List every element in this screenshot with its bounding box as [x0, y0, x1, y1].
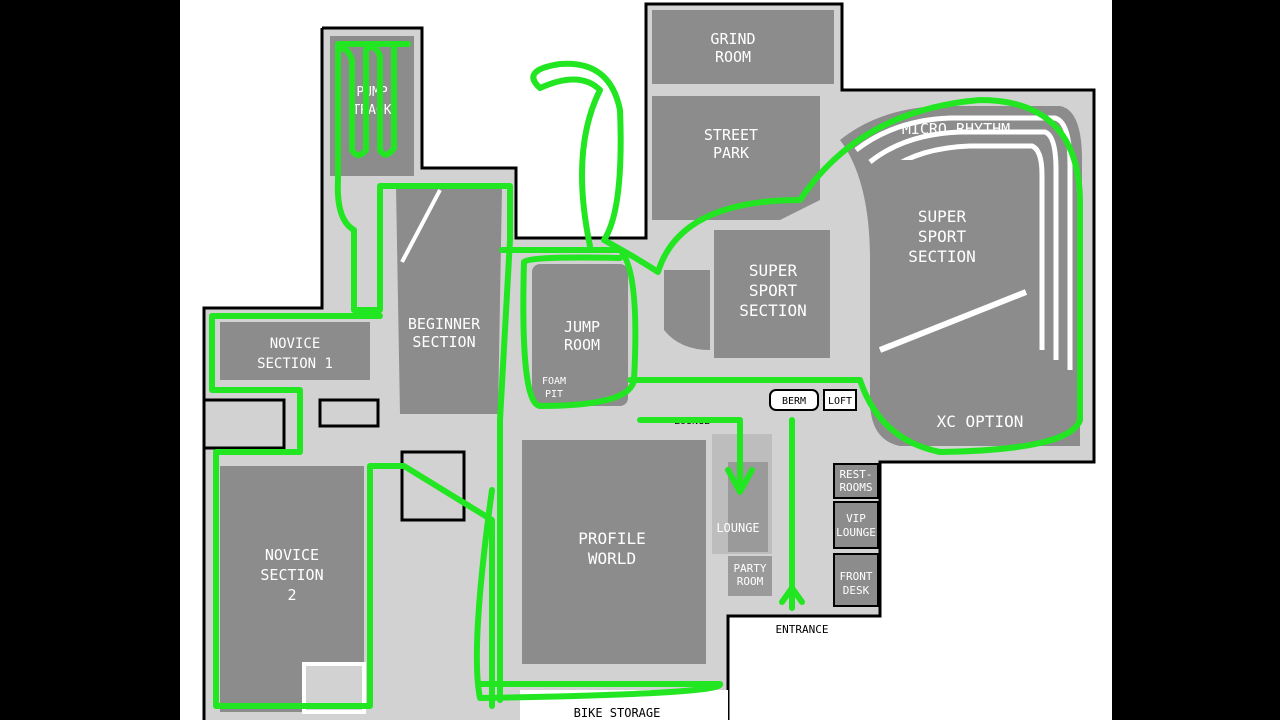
grind-room: GRIND ROOM [652, 10, 834, 84]
super-sport-large-label-3: SECTION [908, 247, 975, 266]
route-path-top-s [530, 60, 1083, 455]
novice-section-2: NOVICE SECTION 2 [220, 466, 366, 714]
letterbox-left [0, 0, 180, 720]
pump-track-label-1: PUMP [356, 85, 387, 100]
vip-lounge-label-2: LOUNGE [836, 526, 876, 539]
beginner-label-2: SECTION [412, 333, 475, 351]
super-sport-large-label-1: SUPER [918, 207, 967, 226]
floor-plan-svg: GRIND ROOM STREET PARK PUMP TRACK MICRO … [202, 2, 1096, 720]
profile-world: PROFILE WORLD [522, 440, 706, 664]
restrooms-label-2: ROOMS [839, 481, 872, 494]
loft-label: LOFT [828, 396, 852, 407]
party-room-label-1: PARTY [733, 562, 766, 575]
jump-room-label-2: ROOM [564, 336, 600, 354]
novice-1-label-2: SECTION 1 [257, 356, 333, 372]
super-sport-small-label-3: SECTION [739, 301, 806, 320]
building-walls [202, 2, 1096, 720]
super-sport-small-label-2: SPORT [749, 281, 798, 300]
jump-room-label-1: JUMP [564, 318, 600, 336]
lounge-label: LOUNGE [716, 521, 759, 535]
route-path-novice [209, 313, 495, 709]
street-park: STREET PARK [652, 96, 820, 220]
entrance: ENTRANCE [776, 623, 829, 636]
entrance-label: ENTRANCE [776, 623, 829, 636]
restrooms-label-1: REST- [839, 468, 872, 481]
front-desk-label-1: FRONT [839, 570, 872, 583]
grind-room-label-1: GRIND [710, 30, 755, 48]
novice-2-label-1: NOVICE [265, 546, 319, 564]
street-park-label-2: PARK [713, 144, 749, 162]
route-overlay [209, 41, 1083, 709]
foam-pit-label-2: PIT [545, 389, 563, 400]
route-path-bottom [473, 417, 805, 701]
super-sport-small-label-1: SUPER [749, 261, 798, 280]
route-path-left [334, 41, 513, 703]
pump-track: PUMP TRACK [330, 36, 414, 176]
vip-lounge-label-1: VIP [846, 512, 866, 525]
front-desk-label-2: DESK [843, 584, 870, 597]
route-path-pump-loop [335, 41, 397, 158]
beginner-section: BEGINNER SECTION [396, 186, 502, 414]
xc-option: XC OPTION [876, 396, 1080, 446]
profile-world-label-1: PROFILE [578, 529, 645, 548]
bike-storage-label: BIKE STORAGE [574, 706, 661, 720]
xc-option-label: XC OPTION [937, 412, 1024, 431]
novice-2-label-2: SECTION [260, 566, 323, 584]
pump-track-label-2: TRACK [352, 103, 391, 118]
beginner-label-1: BEGINNER [408, 315, 481, 333]
letterbox-right [1112, 0, 1280, 720]
bike-park-floor-map: GRIND ROOM STREET PARK PUMP TRACK MICRO … [180, 0, 1112, 720]
front-rooms: REST- ROOMS VIP LOUNGE FRONT DESK [833, 463, 879, 607]
super-sport-small: SUPER SPORT SECTION [664, 230, 830, 358]
novice-2-label-3: 2 [287, 586, 296, 604]
berm-label: BERM [782, 396, 806, 407]
route-path-jump [499, 247, 639, 409]
super-sport-large: SUPER SPORT SECTION [870, 160, 1036, 392]
novice-1-label-1: NOVICE [270, 336, 321, 352]
party-room-label-2: ROOM [737, 575, 764, 588]
profile-world-label-2: WORLD [588, 549, 636, 568]
jump-room: JUMP ROOM FOAM PIT [532, 264, 628, 406]
micro-rhythm-label: MICRO RHYTHM [902, 120, 1010, 138]
street-park-label-1: STREET [704, 126, 758, 144]
grind-room-label-2: ROOM [715, 48, 751, 66]
novice-section-1: NOVICE SECTION 1 [220, 322, 370, 380]
foam-pit-label-1: FOAM [542, 376, 566, 387]
super-sport-large-label-2: SPORT [918, 227, 967, 246]
berm-loft: BERM LOFT [769, 389, 857, 411]
